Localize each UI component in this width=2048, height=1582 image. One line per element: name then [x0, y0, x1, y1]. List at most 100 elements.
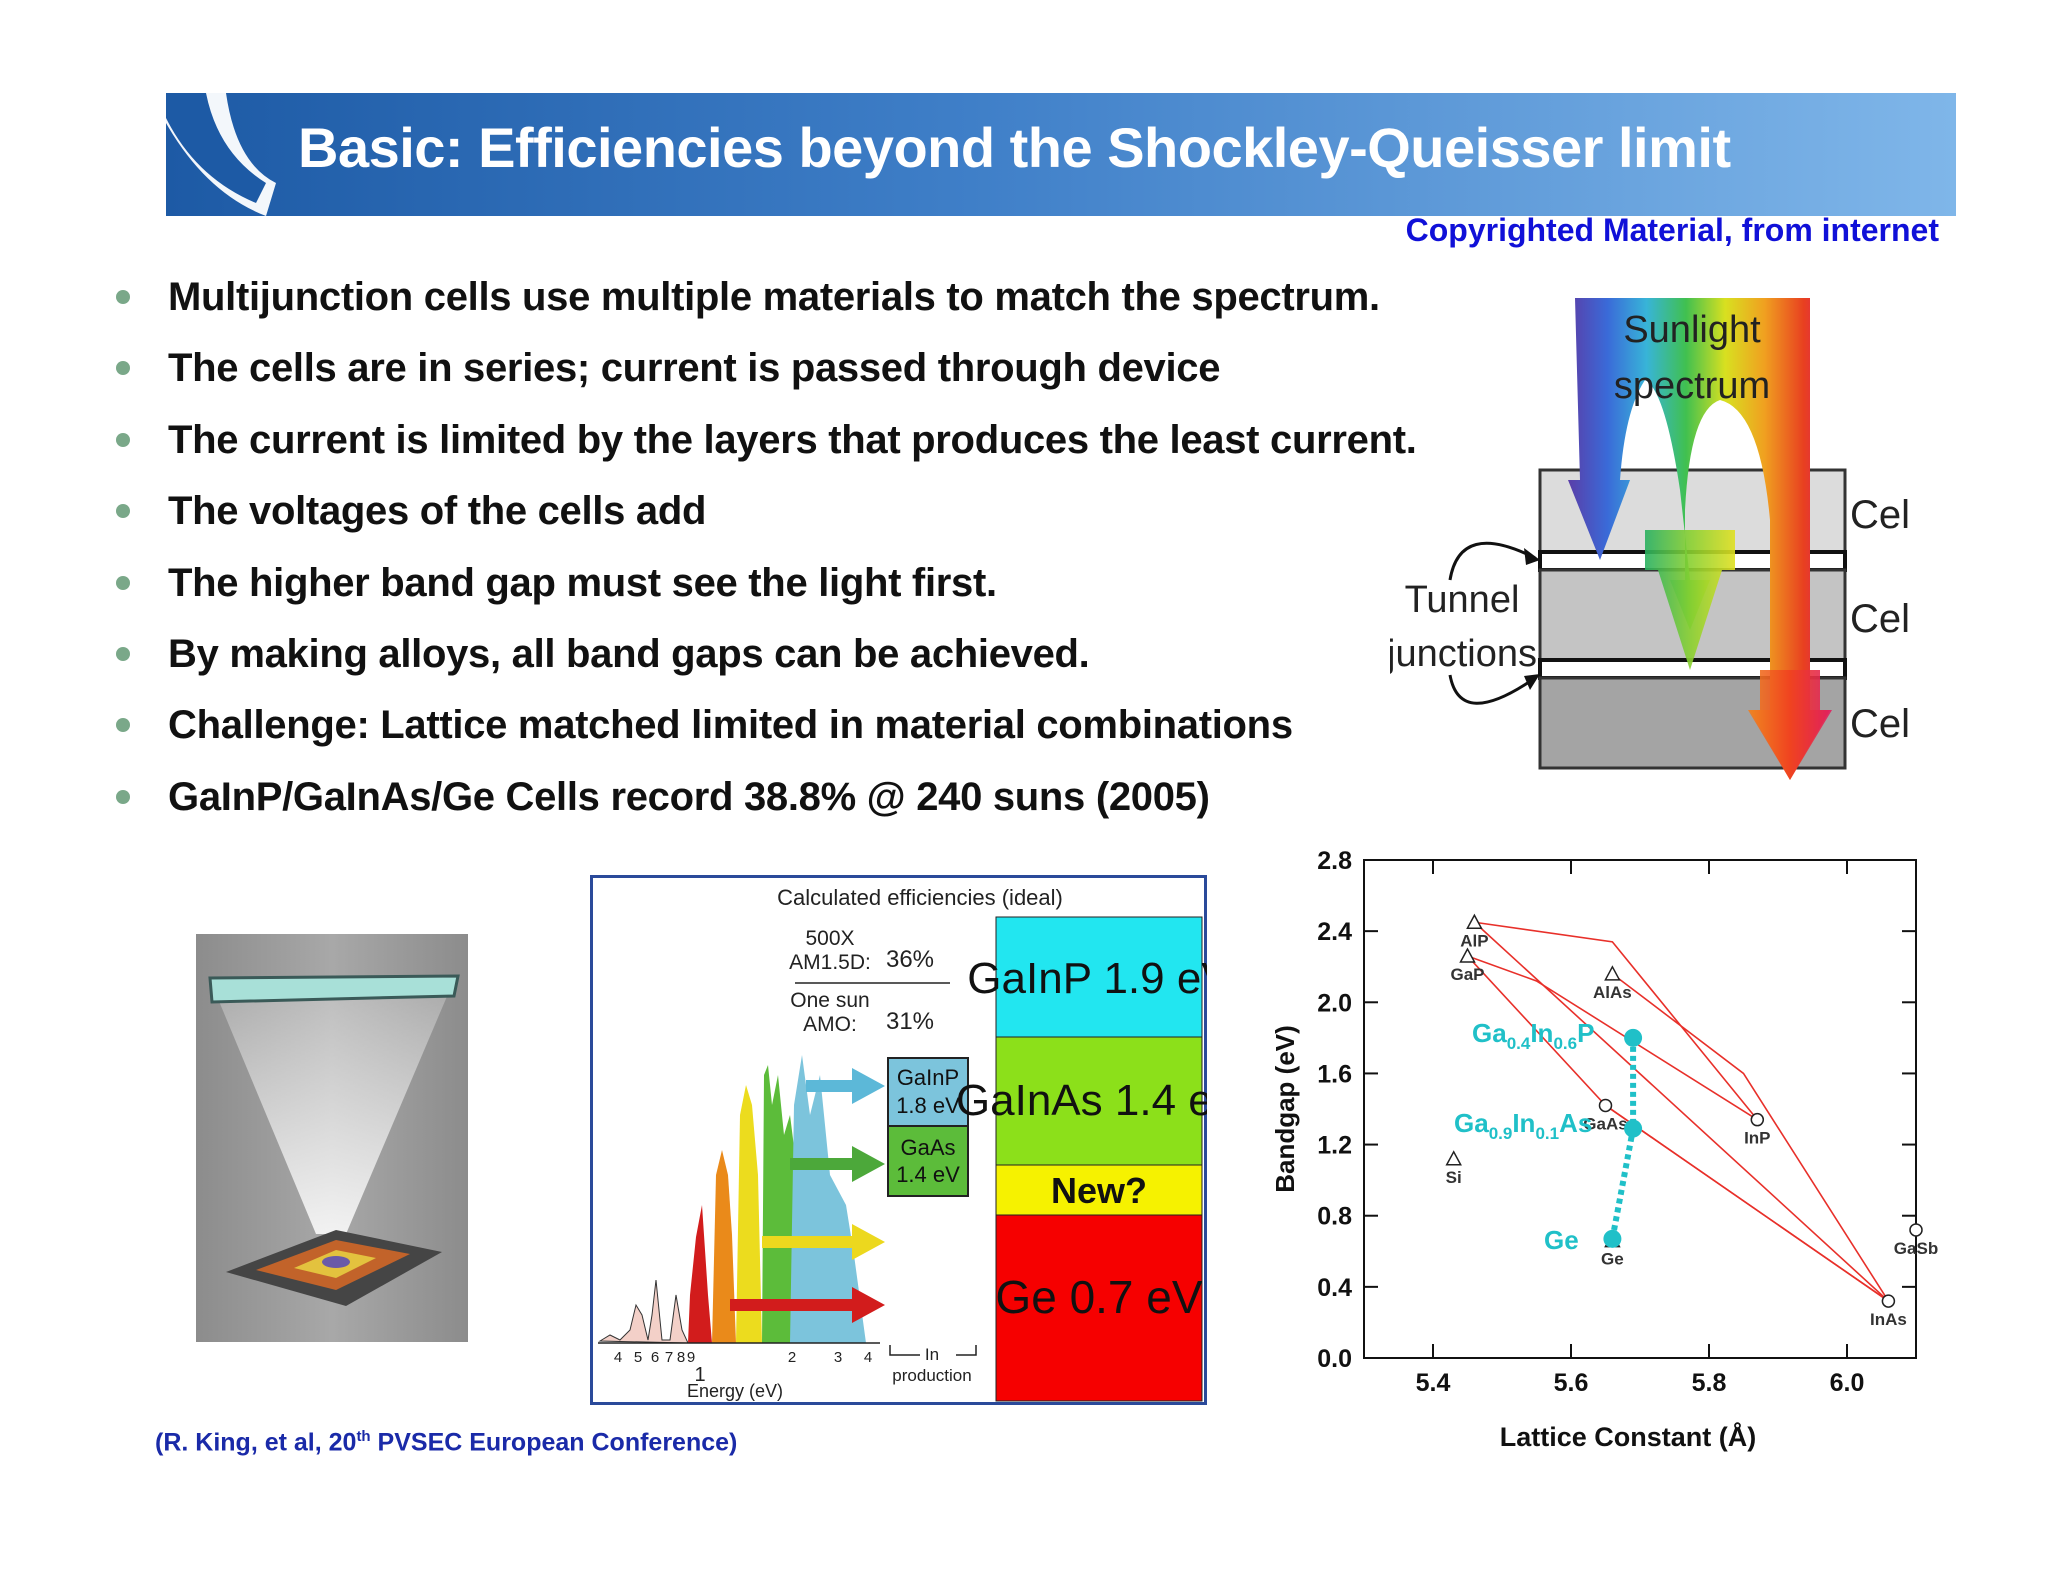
lattice-match-point — [1624, 1028, 1643, 1047]
bullet-text: The cells are in series; current is pass… — [168, 346, 1221, 391]
x-tick: 8 — [677, 1349, 685, 1366]
layer-ge-label: Ge 0.7 eV — [995, 1271, 1202, 1323]
gaas-box-line1: GaAs — [900, 1135, 955, 1160]
spectrum-blue — [790, 1055, 866, 1343]
production-bracket — [889, 1345, 977, 1356]
x-tick-label: 6.0 — [1830, 1369, 1865, 1397]
x-axis-ticks: 4 5 6 7 8 9 1 2 3 4 — [614, 1349, 872, 1386]
x-tick-label: 5.6 — [1554, 1369, 1589, 1397]
x-axis-label: Energy (eV) — [687, 1381, 783, 1401]
citation: (R. King, et al, 20th PVSEC European Con… — [155, 1428, 737, 1457]
x-tick: 5 — [634, 1349, 642, 1366]
cond1-line2: AM1.5D: — [789, 951, 871, 974]
arrow-yellow-icon — [762, 1224, 885, 1260]
y-tick-label: 1.6 — [1317, 1060, 1352, 1088]
tunnel-arrowhead-bottom-icon — [1524, 674, 1540, 690]
arrow-red-icon — [730, 1287, 885, 1323]
spectrum-label-line1: Sunlight — [1623, 309, 1761, 351]
material-point — [1598, 1098, 1613, 1113]
bullet-item: The higher band gap must see the light f… — [110, 554, 1410, 625]
bullet-dot-icon — [116, 646, 130, 661]
bullet-dot-icon — [116, 361, 130, 376]
gainp-box-line1: GaInP — [897, 1065, 959, 1090]
bullet-text: The voltages of the cells add — [168, 489, 707, 534]
layer-gainas-label: GaInAs 1.4 eV — [956, 1076, 1207, 1125]
spectrum-outline — [598, 1279, 689, 1344]
cond1-line1: 500X — [805, 927, 854, 950]
alloy-curves — [1466, 921, 1890, 1302]
concentrator-illustration — [196, 934, 468, 1342]
y-tick-label: 2.0 — [1317, 989, 1352, 1017]
annotation-gainp: Ga0.4In0.6P — [1472, 1018, 1594, 1053]
y-axis-label: Bandgap (eV) — [1270, 1025, 1300, 1193]
material-point — [1909, 1223, 1923, 1237]
bullet-dot-icon — [116, 789, 130, 804]
title-bar: Basic: Efficiencies beyond the Shockley-… — [166, 93, 1956, 216]
y-tick-label: 2.8 — [1317, 847, 1352, 875]
gainp-box — [887, 1057, 969, 1127]
cond2-line1: One sun — [790, 989, 869, 1012]
alloy-curve — [1605, 1104, 1889, 1302]
annotation-ge: Ge — [1544, 1225, 1579, 1255]
citation-suffix: PVSEC European Conference) — [370, 1428, 738, 1457]
material-label: AlP — [1460, 931, 1488, 950]
production-line2: production — [892, 1366, 971, 1385]
tunnel-label-line2: junctions — [1390, 633, 1537, 675]
y-tick-label: 1.2 — [1317, 1132, 1352, 1160]
bullet-list: Multijunction cells use multiple materia… — [110, 268, 1417, 839]
bullet-text: The higher band gap must see the light f… — [168, 560, 997, 605]
material-label: InAs — [1870, 1310, 1907, 1329]
spectrum-label-line2: spectrum — [1614, 365, 1770, 407]
layer-gainp-label: GaInP 1.9 eV — [967, 954, 1207, 1003]
annotation-gainas: Ga0.9In0.1As — [1454, 1108, 1592, 1143]
alloy-curve — [1474, 921, 1758, 1121]
bullet-dot-icon — [116, 290, 130, 304]
bullet-dot-icon — [116, 504, 130, 519]
layer-gainp — [995, 916, 1203, 1038]
efficiency-figure: Calculated efficiencies (ideal) 500X AM1… — [590, 875, 1207, 1405]
bullet-text: GaInP/GaInAs/Ge Cells record 38.8% @ 240… — [168, 774, 1210, 819]
x-tick: 2 — [788, 1349, 796, 1366]
material-point — [1881, 1294, 1896, 1308]
cell-3-label: Cell 3 — [1850, 702, 1910, 746]
y-tick-label: 0.4 — [1317, 1274, 1352, 1302]
x-tick-label: 5.8 — [1692, 1369, 1727, 1397]
x-tick: 9 — [687, 1349, 695, 1366]
spectrum-orange — [712, 1150, 736, 1343]
solar-spectrum — [598, 1055, 866, 1344]
bullet-text: The current is limited by the layers tha… — [168, 417, 1417, 462]
tunnel-arrow-bottom — [1448, 674, 1536, 705]
citation-sup: th — [356, 1428, 371, 1445]
y-tick-label: 0.0 — [1317, 1345, 1352, 1373]
arrow-green-icon — [790, 1146, 885, 1182]
plot-frame — [1363, 859, 1917, 1359]
slide-title: Basic: Efficiencies beyond the Shockley-… — [298, 116, 1731, 179]
bullet-dot-icon — [116, 575, 130, 590]
material-label: AlAs — [1593, 983, 1632, 1002]
layer-new-label: New? — [1051, 1170, 1147, 1211]
layer-new — [995, 1164, 1203, 1216]
material-label: GaSb — [1894, 1239, 1938, 1258]
material-label: GaP — [1450, 965, 1484, 984]
bullet-item: Multijunction cells use multiple materia… — [110, 268, 1410, 339]
bullet-dot-icon — [116, 718, 130, 733]
layer-ge — [995, 1214, 1203, 1402]
citation-prefix: (R. King, et al, 20 — [155, 1428, 357, 1457]
x-tick: 7 — [665, 1349, 673, 1366]
material-point — [1750, 1112, 1765, 1127]
multijunction-cell-diagram: Sunlight spectrum Cell 1 Cell 2 Cell 3 T… — [1390, 298, 1910, 780]
gainp-box-line2: 1.8 eV — [896, 1093, 960, 1118]
bullet-item: Challenge: Lattice matched limited in ma… — [110, 696, 1410, 767]
bullet-item: The voltages of the cells add — [110, 482, 1410, 553]
material-label: Ge — [1601, 1250, 1624, 1269]
bullet-item: The cells are in series; current is pass… — [110, 339, 1410, 410]
cond2-value: 31% — [886, 1008, 934, 1035]
tunnel-label-line1: Tunnel — [1405, 579, 1520, 621]
x-tick: 1 — [694, 1364, 705, 1386]
gaas-box — [887, 1125, 969, 1197]
bullet-item: By making alloys, all band gaps can be a… — [110, 625, 1410, 696]
light-beam — [216, 994, 448, 1234]
